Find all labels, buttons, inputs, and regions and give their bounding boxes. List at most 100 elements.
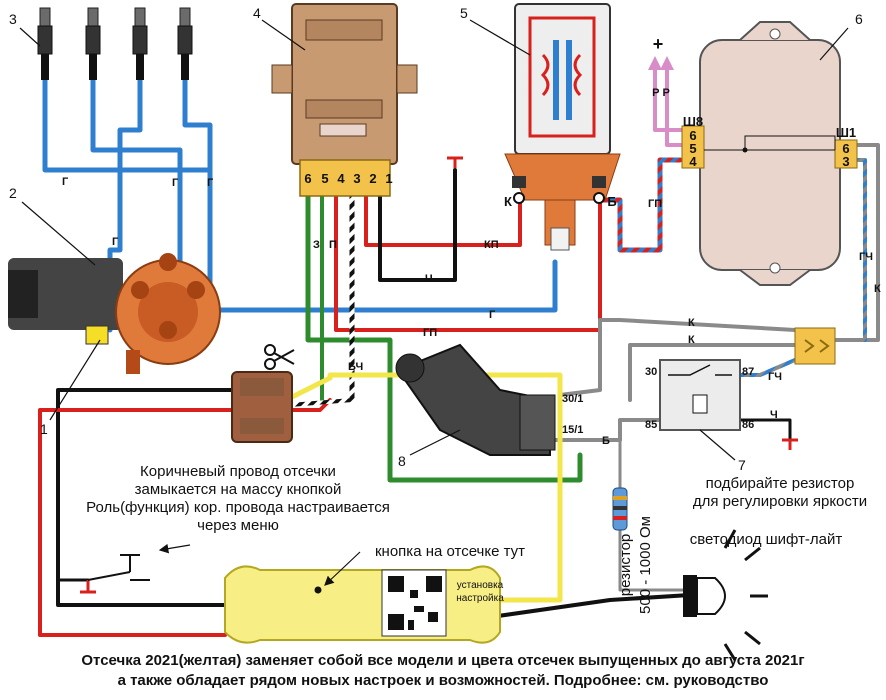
wire-label-gch-2: ГЧ	[768, 371, 782, 383]
coil-terminal-k: К	[504, 194, 512, 209]
cutoff-module	[224, 565, 501, 644]
ground-symbol-button	[80, 580, 96, 594]
power-plus-sign: +	[653, 34, 664, 54]
caption-line-1: Отсечка 2021(желтая) заменяет собой все …	[81, 652, 804, 669]
wire-label-bch: БЧ	[348, 361, 363, 373]
relay-pin-87: 87	[742, 366, 754, 378]
power-pp-label: Р Р	[652, 87, 670, 99]
wire-label-g-1: Г	[62, 176, 69, 188]
cutoff-connector	[231, 371, 293, 443]
resistor-vertical-line-2: 500 - 1000 Ом	[637, 516, 654, 614]
pink-wire-2	[665, 63, 684, 147]
wire-k-right	[833, 143, 880, 342]
wire-kp	[364, 188, 522, 247]
sh1-pin-6: 6	[842, 141, 849, 156]
led-note: светодиод шифт-лайт	[690, 531, 843, 548]
sh1-pin-3: 3	[842, 154, 849, 169]
wire-b	[553, 418, 662, 442]
ht-wire-1	[42, 75, 213, 333]
wire-label-z: З	[313, 239, 320, 251]
ground-button-icon	[87, 554, 150, 581]
sh8-label: Ш8	[683, 114, 703, 129]
ignition-switch-unit	[271, 3, 418, 197]
wire-label-g-5: Г	[489, 309, 496, 321]
switch-pin-4: 4	[337, 171, 345, 186]
qr-label-line-2: настройка	[456, 593, 504, 604]
commutator-unit	[681, 21, 858, 286]
sh8-pin-4: 4	[689, 154, 697, 169]
spark-plug-2	[85, 7, 101, 80]
ht-wire-4	[182, 75, 213, 203]
k-junction-connector	[794, 327, 836, 365]
wire-p	[334, 188, 602, 332]
pointer-component-8	[409, 429, 461, 456]
qr-label-line-1: установка	[457, 580, 504, 591]
coil-terminal-b: Б	[607, 194, 616, 209]
spark-plug-1	[37, 7, 53, 80]
component-number-7: 7	[738, 457, 746, 473]
switch-pin-2: 2	[369, 171, 376, 186]
switch-pin-row: 6 5 4 3 2 1	[304, 171, 392, 186]
component-number-8: 8	[398, 453, 406, 469]
spark-plugs	[37, 7, 193, 80]
pointer-component-5	[469, 19, 531, 56]
switch-pin-5: 5	[321, 171, 328, 186]
pointer-component-1	[49, 339, 101, 421]
relay-pin-85: 85	[645, 419, 657, 431]
ground-symbol-top	[447, 156, 463, 168]
ground-symbol-relay	[782, 438, 798, 450]
wire-k-1	[558, 318, 797, 397]
wire-label-k-1: К	[688, 317, 695, 329]
ignition-coil	[504, 3, 621, 251]
component-number-4: 4	[253, 5, 261, 21]
wire-label-gp-2: ГП	[648, 198, 662, 210]
wire-ch	[378, 168, 457, 282]
wire-label-gch-1: ГЧ	[859, 251, 873, 263]
pointer-button-note	[324, 551, 361, 586]
wire-label-kp: КП	[484, 239, 499, 251]
wire-label-k-2: К	[688, 334, 695, 346]
brown-note-line-1: Коричневый провод отсечки	[140, 463, 336, 480]
sh8-pin-6: 6	[689, 128, 696, 143]
sh1-label: Ш1	[836, 125, 856, 140]
wire-gp	[597, 157, 683, 253]
component-number-3: 3	[9, 11, 17, 27]
module-button-dot[interactable]	[314, 586, 322, 594]
wire-led-black	[468, 593, 692, 622]
pointer-component-6	[819, 27, 849, 61]
pointer-component-3	[19, 27, 41, 47]
relay-pin-86: 86	[742, 419, 754, 431]
wire-label-ch: Ч	[425, 273, 433, 285]
wire-k-2	[628, 343, 797, 402]
pointer-component-7	[699, 429, 736, 461]
resistor-vertical-line-1: резистор	[617, 534, 634, 597]
switch-pin-1: 1	[385, 171, 392, 186]
resistor-tip-line-1: подбирайте резистор	[706, 475, 855, 492]
brown-note-line-3: Роль(функция) кор. провода настраивается	[86, 499, 390, 516]
power-arrow-2	[660, 56, 674, 70]
wire-green	[305, 187, 583, 483]
pointer-component-2	[21, 201, 96, 266]
wire-label-p: П	[329, 239, 337, 251]
pointer-brown-note	[158, 543, 191, 554]
qr-code-icon	[381, 569, 447, 637]
relay-pin-30: 30	[645, 366, 657, 378]
spark-plug-4	[177, 7, 193, 80]
ht-wire-2	[90, 75, 183, 303]
brown-note-line-2: замыкается на массу кнопкой	[135, 481, 342, 498]
component-number-6: 6	[855, 11, 863, 27]
relay	[659, 359, 741, 431]
distributor	[8, 253, 221, 374]
brown-note-line-4: через меню	[197, 517, 279, 534]
component-number-2: 2	[9, 185, 17, 201]
ignition-lock	[395, 343, 556, 456]
wire-gch-relay	[738, 358, 797, 377]
wire-relay-86	[738, 418, 792, 442]
switch-pin-6: 6	[304, 171, 311, 186]
sh8-pin-5: 5	[689, 141, 696, 156]
component-number-1: 1	[40, 421, 48, 437]
wire-label-g-4: Г	[207, 177, 214, 189]
wire-white-black-cut	[288, 398, 354, 407]
spark-plug-3	[132, 7, 148, 80]
